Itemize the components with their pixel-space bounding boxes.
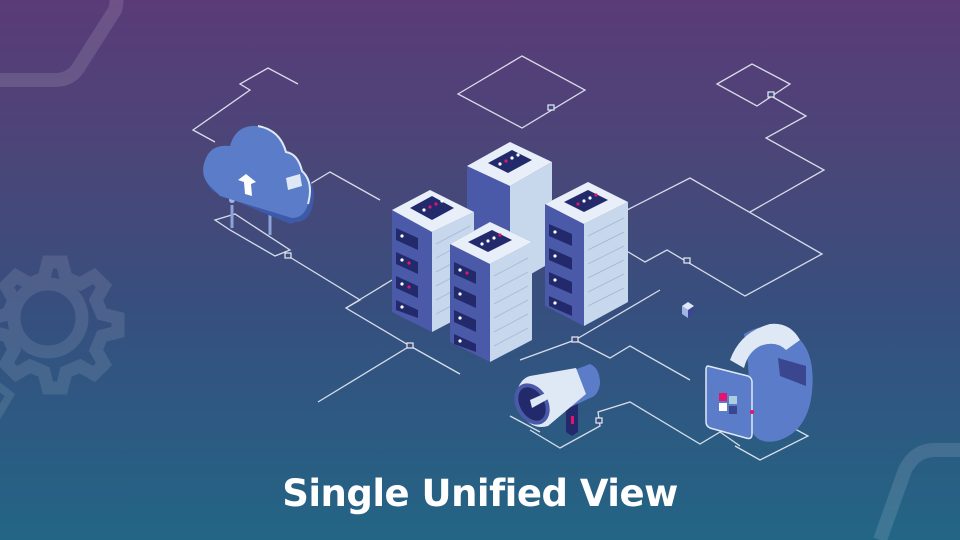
- bg-rounded-square-bottom-right-icon: [873, 443, 960, 540]
- slide-title: Single Unified View: [282, 472, 678, 515]
- megaphone-icon: [514, 364, 600, 436]
- node: [547, 104, 555, 111]
- smartwatch-icon: [705, 323, 813, 442]
- upload-arrow-icon: [238, 174, 256, 196]
- server-rack-right: [545, 182, 628, 326]
- small-cube-icon: [682, 302, 694, 318]
- cloud-upload-icon: [203, 125, 314, 235]
- bg-diamond-left-edge-icon: [0, 382, 16, 420]
- bg-gear-icon: [0, 255, 125, 395]
- server-rack-front: [450, 222, 532, 362]
- bg-rounded-square-top-left-icon: [0, 0, 124, 87]
- circuit-nodes: [284, 91, 775, 424]
